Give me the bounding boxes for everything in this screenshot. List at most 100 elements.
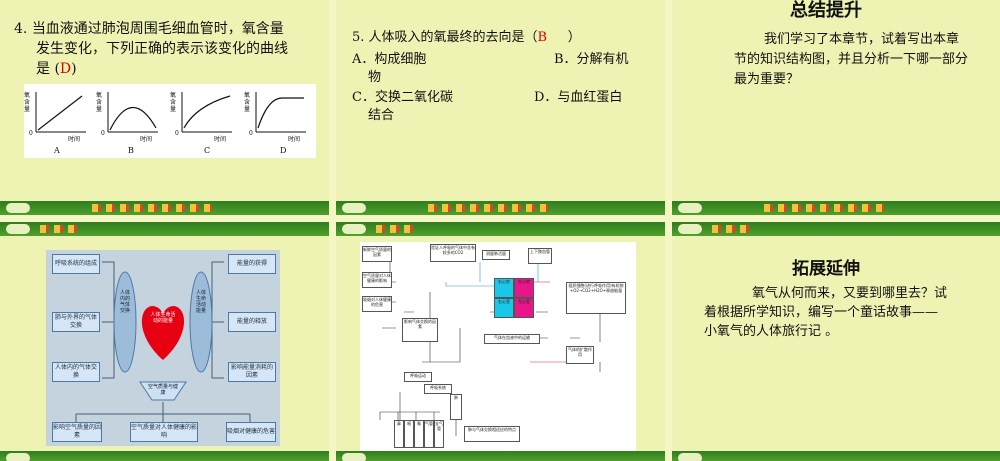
q5-option-b: B．分解有机 [554, 52, 629, 67]
mindmap-right-box: 影响能量消耗的因素 [228, 362, 276, 382]
mindmap-bottom-box: 影响空气质量的因素 [52, 422, 102, 442]
q4-line3: 是 (D) [36, 58, 77, 78]
flowchart-left-box: 空气质量对人体健康的影响 [362, 272, 392, 288]
mindmap-left-box: 呼吸系统的组成 [52, 254, 100, 274]
graph-b-ylabel: 氧含量 [96, 92, 103, 113]
graph-c [181, 92, 232, 133]
q4-line3-suffix: ) [71, 61, 77, 77]
flowchart-image: 验证人呼吸的气体中含有较多的CO2 测量肺活量 上下肢血管 新鲜空气质量的因素 … [360, 242, 636, 452]
summary-title: 总结提升 [790, 0, 862, 21]
mindmap-image: 呼吸系统的组成 肺与外界的气体交换 人体内的气体交换 人体内的气体交换 人体生命… [46, 250, 280, 446]
flowchart-cyan-cell: 右心室 [494, 298, 514, 318]
mindmap-oval-right [189, 271, 213, 373]
q4-line3-prefix: 是 ( [36, 61, 60, 77]
summary-line3: 最为重要？ [734, 72, 800, 87]
q5-line1: 5. 人体吸入的氧最终的去向是（B ） [352, 26, 581, 45]
slide-question-5[interactable]: 5. 人体吸入的氧最终的去向是（B ） A．构成细胞 B．分解有机 物 C．交换… [336, 0, 665, 215]
q5-line1-prefix: 5. 人体吸入的氧最终的去向是（ [352, 30, 538, 45]
flowchart-left-box: 吸烟对人体健康的危害 [362, 296, 392, 312]
graph-b-origin: 0 [101, 130, 105, 137]
mindmap-left-box: 肺与外界的气体交换 [52, 312, 100, 332]
flowchart-bottom-box: 肺 [450, 394, 462, 420]
graph-d-label: D [280, 146, 287, 155]
slide-footer-bar [0, 201, 329, 215]
flowchart-bottom-box: 气管 [424, 420, 434, 448]
flowchart-bottom-box: 鼻 [394, 420, 404, 448]
extension-title: 拓展延伸 [792, 259, 860, 279]
summary-line2: 节的知识结构图，并且分析一下哪一部分 [734, 52, 969, 67]
graph-a-label: A [54, 146, 60, 155]
extension-line1: 氧气从何而来，又要到哪里去？试 [752, 286, 948, 301]
slide-mindmap[interactable]: 呼吸系统的组成 肺与外界的气体交换 人体内的气体交换 人体内的气体交换 人体生命… [0, 222, 329, 461]
flowchart-cyan-cell: 右心房 [494, 278, 514, 298]
slide-footer-bar [336, 451, 665, 461]
graph-a-ylabel: 氧含量 [24, 92, 31, 113]
q4-line1: 4. 当血液通过肺泡周围毛细血管时，氧含量 [14, 18, 284, 38]
flowchart-note: 组织细胞(进行呼吸作用)有机物+O2→CO2+H2O+释放能量 [566, 282, 626, 314]
slide-question-4[interactable]: 4. 当血液通过肺泡周围毛细血管时，氧含量 发生变化，下列正确的表示该变化的曲线… [0, 0, 329, 215]
flowchart-bottom-box: 呼吸系统 [424, 384, 452, 394]
graph-c-origin: 0 [175, 130, 179, 137]
mindmap-left-box: 人体内的气体交换 [52, 362, 100, 382]
graph-c-label: C [204, 146, 211, 155]
slide-extension[interactable]: 拓展延伸 氧气从何而来，又要到哪里去？试 着根据所学知识，编写一个童话故事—— … [672, 222, 1000, 461]
q5-option-d-cont: 结合 [368, 108, 395, 123]
slide-header-bar [672, 222, 1000, 236]
graph-a-origin: 0 [29, 130, 33, 137]
mindmap-oval-left [113, 271, 137, 373]
mindmap-bottom-box: 空气质量对人体健康的影响 [130, 422, 198, 442]
graph-c-ylabel: 氧含量 [170, 92, 177, 113]
q4-graphs-panel: 氧含量 氧含量 氧含量 氧含量 0 0 0 0 时间 时间 时间 时间 A B … [24, 84, 316, 158]
graph-b-label: B [128, 146, 134, 155]
flowchart-note: 气体的扩散作用 [566, 346, 594, 364]
mindmap-center-left: 人体内的气体交换 [120, 290, 131, 314]
graph-a-xlabel: 时间 [68, 136, 81, 143]
slide-footer-bar [0, 451, 329, 461]
slide-summary[interactable]: 总结提升 我们学习了本章节，试着写出本章 节的知识结构图，并且分析一下哪一部分 … [672, 0, 1000, 215]
flowchart-note: 影响气体交换的因素 [402, 318, 438, 342]
flowchart-bottom-box: 咽 [404, 420, 414, 448]
mindmap-right-box: 能量的获得 [228, 254, 276, 274]
mindmap-connectors [75, 261, 251, 422]
flowchart-left-box: 新鲜空气质量的因素 [362, 246, 392, 262]
graph-d-xlabel: 时间 [288, 136, 301, 143]
q4-text-1: 当血液通过肺泡周围毛细血管时，氧含量 [31, 21, 284, 37]
mindmap-center-right: 人体生命活动能量 [196, 290, 207, 314]
slide-header-bar [0, 222, 329, 236]
flowchart-red-cell: 左心室 [514, 298, 534, 318]
q4-number: 4. [14, 21, 28, 37]
flowchart-bottom-box: 支气管 [434, 420, 444, 448]
q5-line1-suffix: ） [567, 30, 581, 45]
flowchart-bottom-box: 肺与气体交换相适应的特点 [464, 426, 520, 442]
graph-b-xlabel: 时间 [140, 136, 153, 143]
mindmap-right-box: 能量的释放 [228, 312, 276, 332]
graph-b [107, 92, 158, 133]
mindmap-bottom-box: 吸烟对健康的危害 [226, 422, 276, 442]
slide-footer-bar [336, 201, 665, 215]
graph-a [35, 92, 86, 133]
graph-d [255, 92, 306, 133]
flowchart-bottom-box: 呼吸运动 [404, 372, 432, 382]
q4-line2: 发生变化，下列正确的表示该变化的曲线 [36, 41, 288, 57]
slide-flowchart[interactable]: 验证人呼吸的气体中含有较多的CO2 测量肺活量 上下肢血管 新鲜空气质量的因素 … [336, 222, 665, 461]
q5-option-a: A．构成细胞 [352, 52, 427, 67]
flowchart-bottom-box: 喉 [414, 420, 424, 448]
flowchart-top-box: 测量肺活量 [482, 250, 510, 260]
graph-d-ylabel: 氧含量 [244, 92, 251, 113]
q4-answer: D [59, 61, 72, 77]
q5-option-b-cont: 物 [368, 70, 382, 85]
flowchart-top-box: 验证人呼吸的气体中含有较多的CO2 [430, 244, 476, 262]
slide-footer-bar [672, 451, 1000, 461]
heart-shape [141, 306, 185, 360]
slide-footer-bar [672, 201, 1000, 215]
extension-line3: 小氧气的人体旅行记 。 [704, 324, 839, 339]
graph-c-xlabel: 时间 [214, 136, 227, 143]
mindmap-trapezoid-text: 空气质量与健康 [147, 384, 178, 396]
mindmap-heart-text: 人体生命活动的能量 [150, 312, 176, 324]
summary-line1: 我们学习了本章节，试着写出本章 [764, 32, 960, 47]
mindmap-trapezoid [139, 381, 187, 401]
slide-header-bar [336, 222, 665, 236]
q5-option-d: D．与血红蛋白 [534, 90, 623, 105]
flowchart-note: 气体在血液中的运输 [484, 334, 540, 344]
graph-d-origin: 0 [249, 130, 253, 137]
